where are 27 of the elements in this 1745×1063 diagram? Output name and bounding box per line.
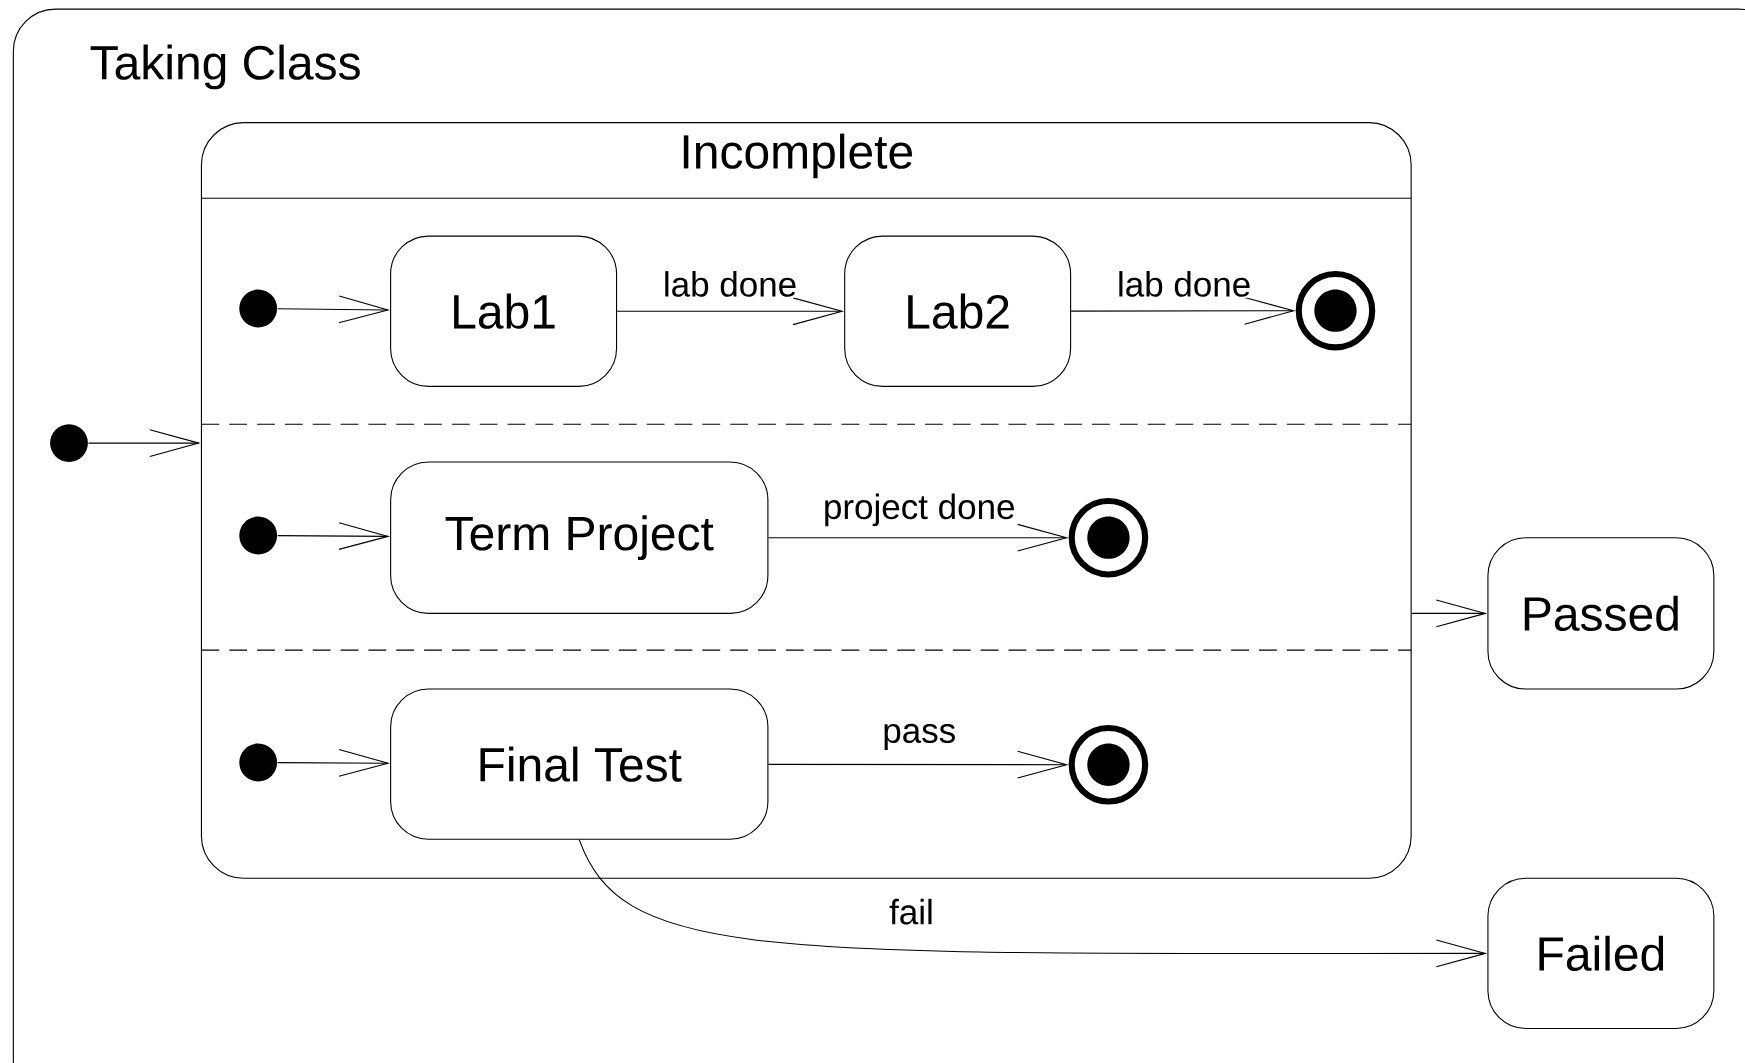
transition-arrow [767,750,1069,779]
transition-arrow [87,429,201,458]
edge-label: lab done [1119,271,1250,297]
initial-state [239,289,278,328]
transition-arrow [1070,296,1296,325]
state-box: Passed [1487,537,1715,690]
state-box: Failed [1487,877,1715,1030]
final-state [1068,497,1149,578]
edge-label: project done [825,493,1014,527]
transition-arrow [578,839,1488,968]
edge-label: pass [884,723,955,750]
transition-arrow [277,749,391,777]
final-state [1068,724,1149,805]
state-box: Lab2 [844,235,1072,387]
initial-state [50,424,88,463]
transition-arrow [277,522,391,550]
transition-arrow [616,297,845,326]
state-box: Lab1 [390,235,618,387]
edge-label: lab done [665,271,796,297]
initial-state [239,516,278,555]
initial-state [239,743,278,782]
edge-label: fail [889,898,932,925]
state-box: Final Test [390,688,769,840]
transition-arrow [277,295,391,324]
final-state [1295,270,1376,351]
transition-arrow [767,523,1069,552]
state-box: Term Project [390,461,769,614]
